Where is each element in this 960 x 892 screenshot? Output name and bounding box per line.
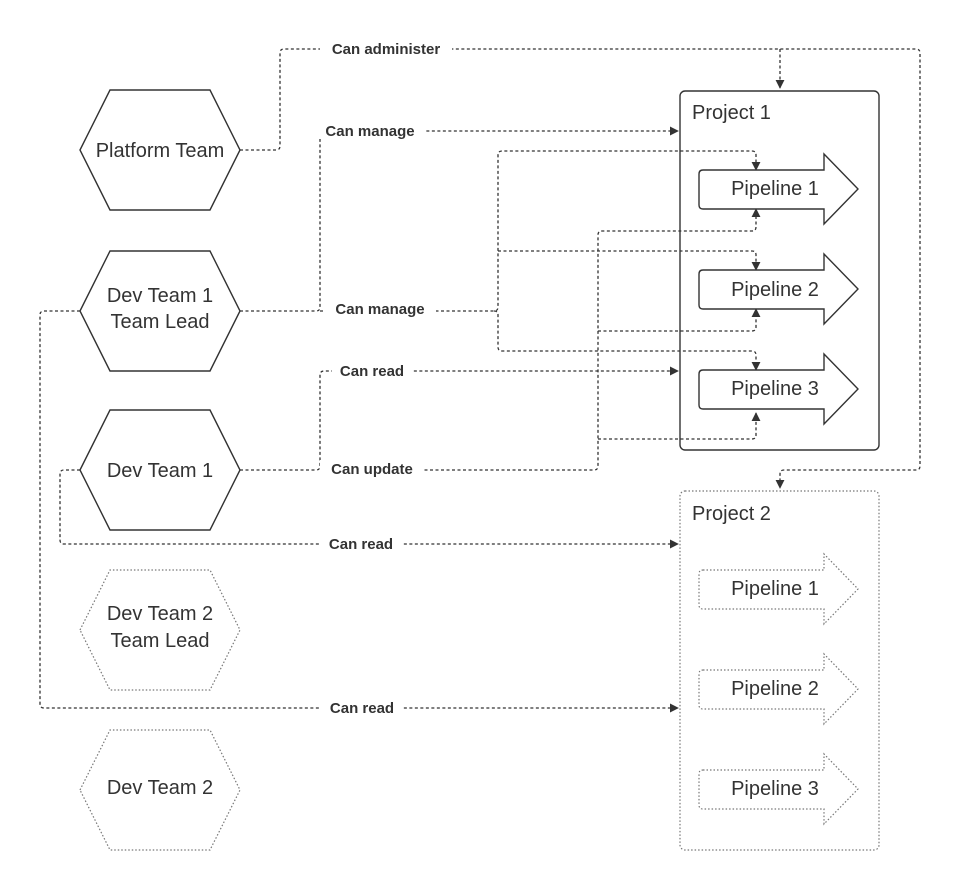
project2-title: Project 2 (692, 503, 771, 525)
edge-manage-project (240, 126, 679, 312)
edge-update-pipelines (320, 208, 761, 471)
project1-pipeline-1: Pipeline 1 (698, 152, 859, 226)
edge-manage-pipeline3 (493, 310, 761, 371)
edge-read-project2-lead (39, 310, 679, 713)
edge-update-pipeline2 (598, 308, 761, 332)
edge-label-update: Can update (320, 460, 424, 478)
edge-manage-pipelines (320, 150, 761, 312)
edge-update-pipeline3 (598, 412, 761, 440)
dev-team1-lead-label-line2: Team Lead (111, 311, 210, 333)
dev-team2-lead-label-line2: Team Lead (111, 630, 210, 652)
edge-label-manage-project-text: Can manage (325, 123, 414, 140)
edge-read-project1 (240, 366, 679, 471)
project1-pipeline-1-label: Pipeline 1 (731, 178, 819, 200)
dev-team1-node: Dev Team 1 (79, 409, 241, 531)
edge-label-manage-pipelines: Can manage (324, 300, 436, 318)
dev-team1-lead-label-line1: Dev Team 1 (107, 285, 213, 307)
project2-pipeline-3: Pipeline 3 (698, 752, 859, 826)
edge-label-read-project1-text: Can read (340, 363, 404, 380)
dev-team2-lead-label-line1: Dev Team 2 (107, 603, 213, 625)
project2-pipeline-2-label: Pipeline 2 (731, 678, 819, 700)
edge-administer (240, 48, 921, 489)
project2-pipeline-1: Pipeline 1 (698, 552, 859, 626)
project1-pipeline-2: Pipeline 2 (698, 252, 859, 326)
edge-label-read-project1: Can read (332, 362, 412, 380)
project2-pipeline-1-label: Pipeline 1 (731, 578, 819, 600)
project1-pipeline-2-label: Pipeline 2 (731, 279, 819, 301)
edge-read-project2-dev1 (59, 469, 679, 549)
dev-team1-lead-node: Dev Team 1 Team Lead (79, 250, 241, 372)
platform-team-label: Platform Team (96, 140, 225, 162)
dev-team2-lead-node: Dev Team 2 Team Lead (79, 569, 241, 691)
edge-label-manage-pipelines-text: Can manage (335, 301, 424, 318)
project1-pipeline-3-label: Pipeline 3 (731, 378, 819, 400)
project1-title: Project 1 (692, 102, 771, 124)
project2-pipeline-3-label: Pipeline 3 (731, 778, 819, 800)
edge-manage-pipeline2 (498, 250, 761, 271)
dev-team2-label: Dev Team 2 (107, 777, 213, 799)
dev-team2-node: Dev Team 2 (79, 729, 241, 851)
platform-team-node: Platform Team (79, 89, 241, 211)
edge-label-read-project2-lead: Can read (321, 699, 403, 717)
edge-label-administer: Can administer (320, 40, 452, 58)
dev-team1-label: Dev Team 1 (107, 460, 213, 482)
project2-pipeline-2: Pipeline 2 (698, 652, 859, 726)
edge-label-manage-project: Can manage (314, 122, 426, 140)
project1-pipeline-3: Pipeline 3 (698, 352, 859, 426)
edge-label-read-project2-lead-text: Can read (330, 700, 394, 717)
edge-label-read-project2-dev1-text: Can read (329, 536, 393, 553)
edge-label-update-text: Can update (331, 461, 413, 478)
project1-container: Project 1 Pipeline 1 Pipeline 2 Pipeline… (679, 90, 880, 451)
project2-container: Project 2 Pipeline 1 Pipeline 2 Pipeline… (679, 490, 880, 851)
edge-label-read-project2-dev1: Can read (320, 535, 402, 553)
edge-label-administer-text: Can administer (332, 41, 441, 58)
